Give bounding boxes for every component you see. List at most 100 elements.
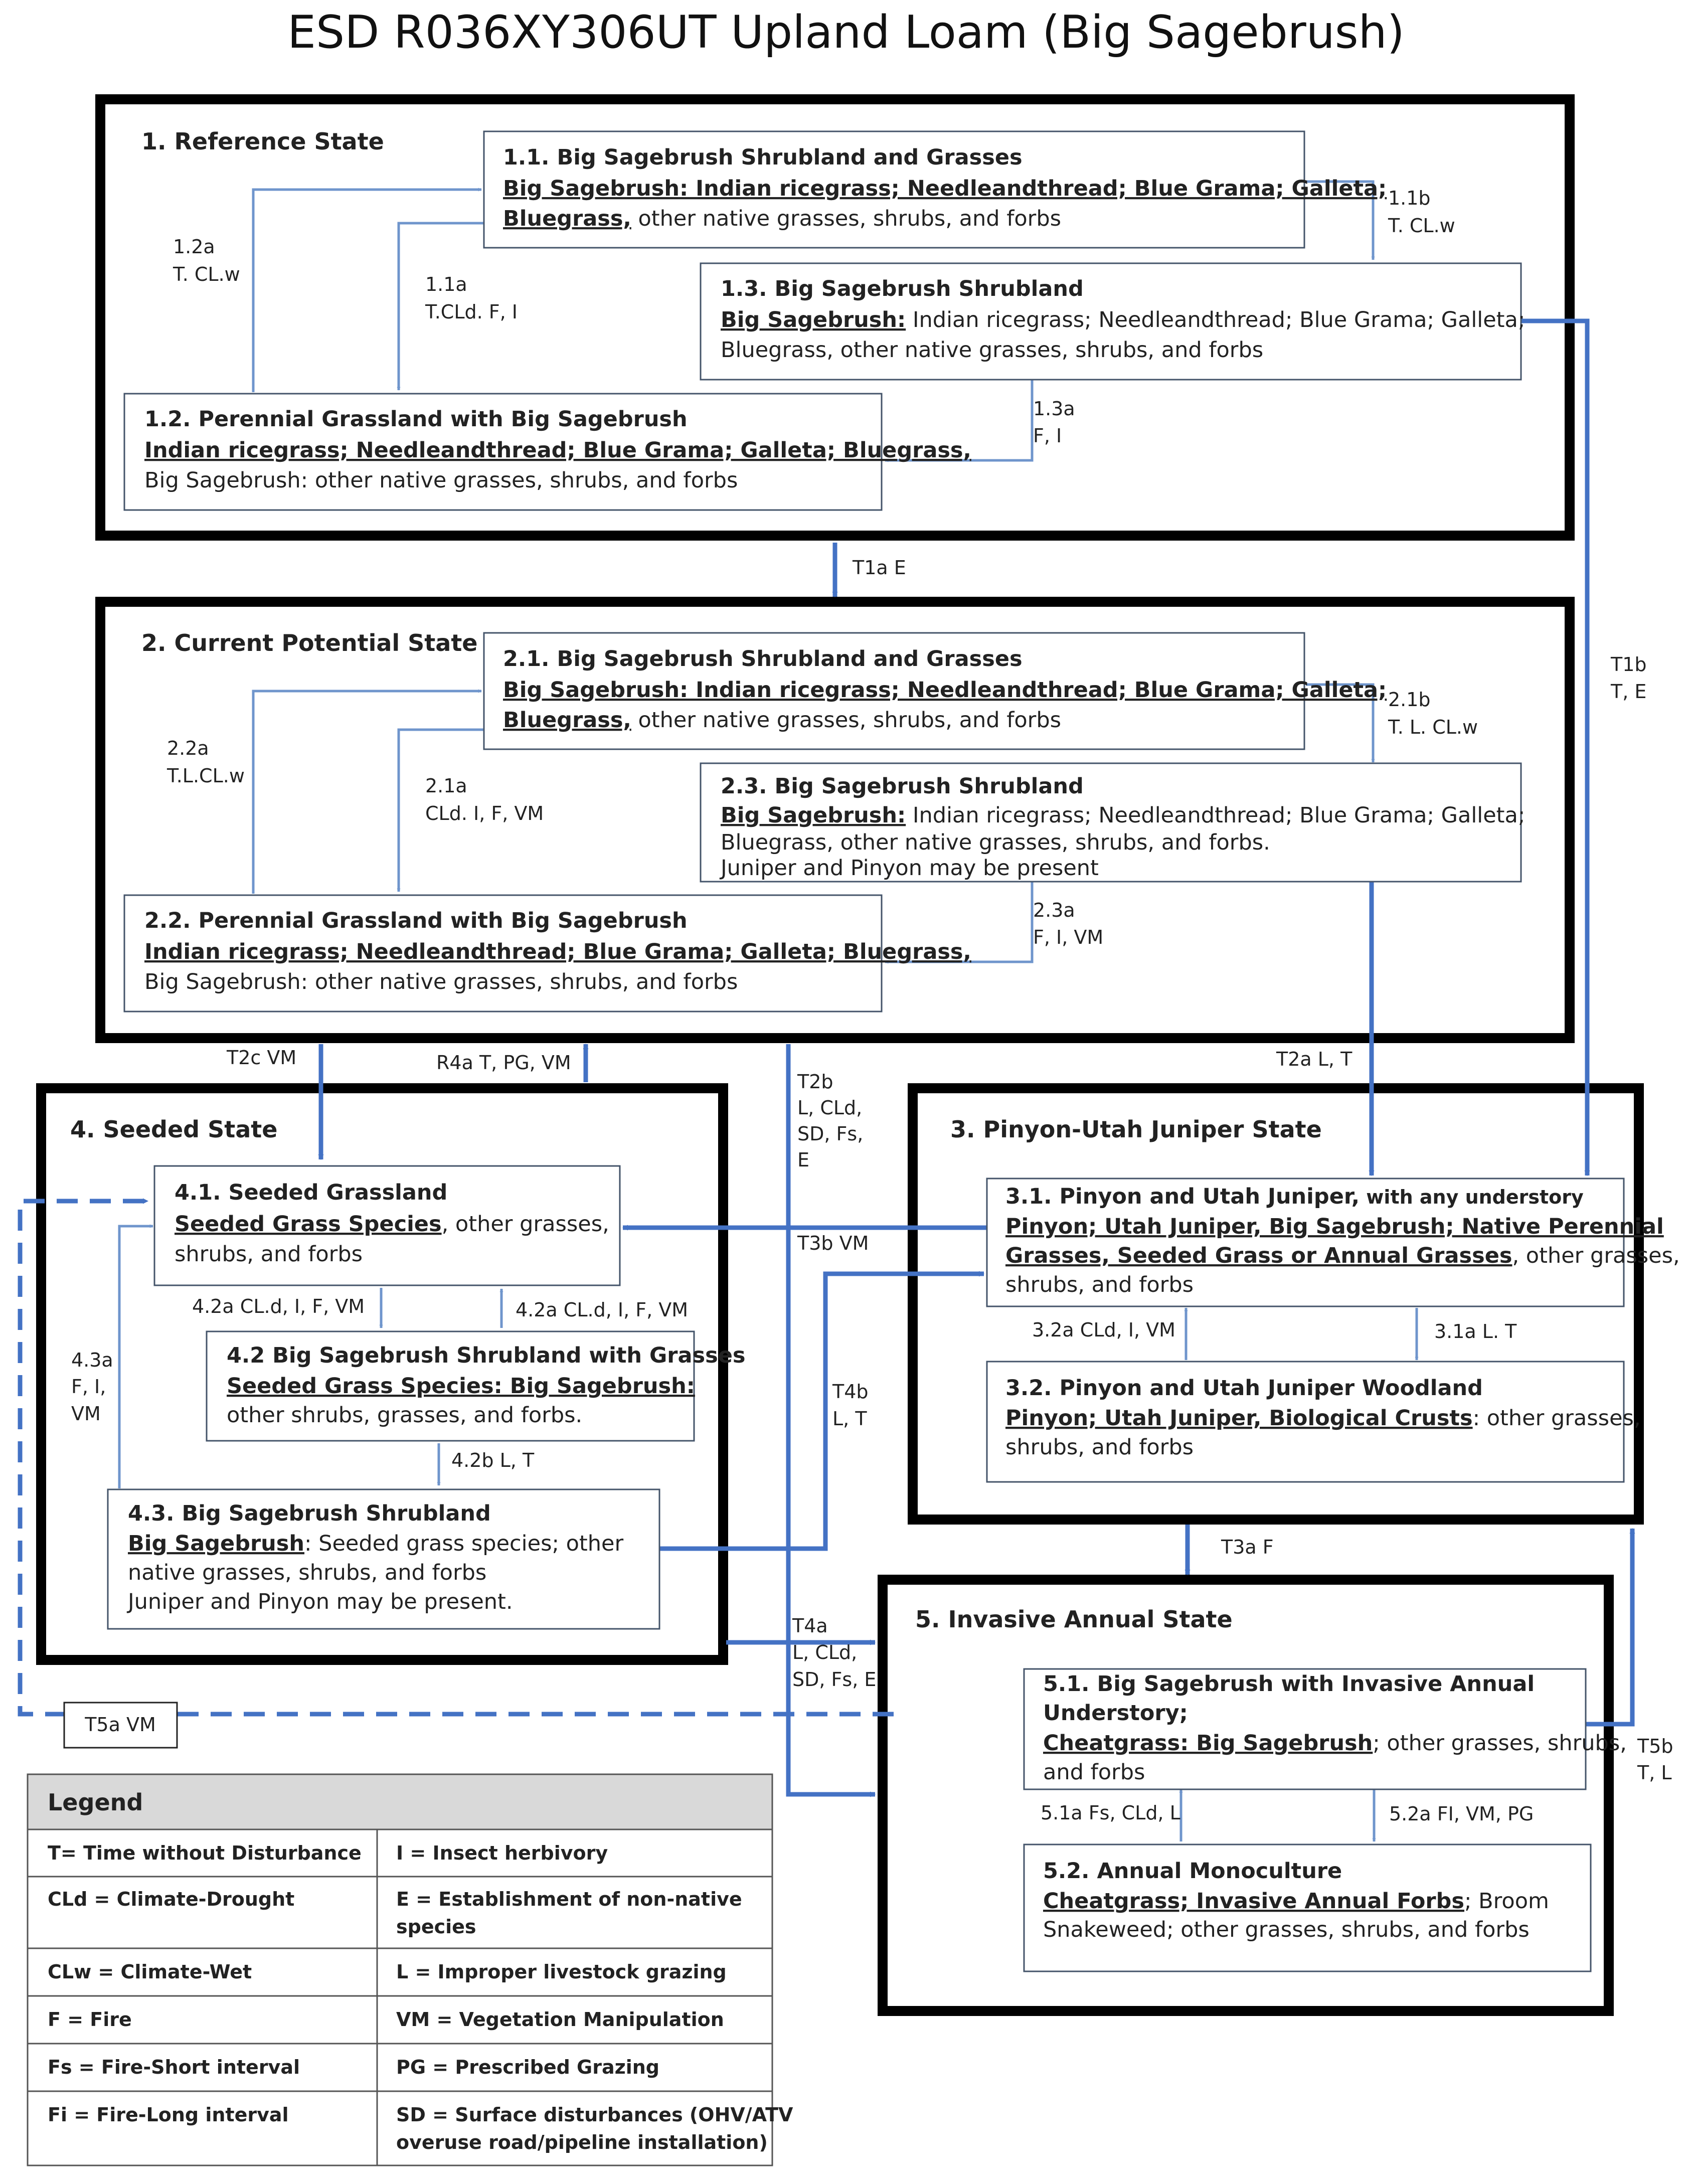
community-5-2-title: 5.2. Annual Monoculture <box>1043 1859 1342 1884</box>
label-5-2a: 5.2a FI, VM, PG <box>1389 1803 1534 1825</box>
svg-text:Cheatgrass: Big Sagebrush; oth: Cheatgrass: Big Sagebrush; other grasses… <box>1043 1731 1627 1756</box>
community-2-3-line3: Juniper and Pinyon may be present <box>719 856 1099 881</box>
community-1-3: 1.3. Big Sagebrush Shrubland Big Sagebru… <box>700 262 1525 381</box>
legend-grid <box>28 1829 772 2165</box>
legend: Legend T= Time without Disturbance I = I… <box>27 1773 793 2166</box>
diagram-title: ESD R036XY306UT Upland Loam (Big Sagebru… <box>287 6 1405 59</box>
community-5-1-line1-key: Cheatgrass: Big Sagebrush <box>1043 1731 1373 1756</box>
label-t1b-code: T1b <box>1610 653 1647 676</box>
state-4-box <box>36 1083 728 1665</box>
label-1-2a-code: 1.2a <box>173 236 215 258</box>
label-t2b-code: T2b <box>797 1071 833 1093</box>
label-t1a: T1a E <box>852 557 906 579</box>
community-1-3-line1-key: Big Sagebrush: <box>721 307 906 332</box>
community-3-2-line2: shrubs, and forbs <box>1005 1435 1194 1460</box>
community-4-3-line2: native grasses, shrubs, and forbs <box>128 1560 486 1585</box>
state-1-box <box>95 94 1575 541</box>
label-4-2b: 4.2b L, T <box>451 1449 535 1471</box>
community-2-1-line1: Big Sagebrush: Indian ricegrass; Needlea… <box>503 678 1387 703</box>
community-1-1-line2: other native grasses, shrubs, and forbs <box>631 206 1061 231</box>
community-2-1-line2: other native grasses, shrubs, and forbs <box>631 708 1061 733</box>
label-4-3a-causes-1: F, I, <box>71 1376 106 1398</box>
label-4-2a-down: 4.2a CL.d, I, F, VM <box>192 1295 365 1317</box>
label-2-1a-code: 2.1a <box>425 775 467 797</box>
label-t1b-causes: T, E <box>1610 681 1646 703</box>
community-2-2-title: 2.2. Perennial Grassland with Big Sagebr… <box>144 908 688 933</box>
state-4-title: 4. Seeded State <box>70 1116 277 1143</box>
label-4-3a-causes-2: VM <box>71 1403 101 1425</box>
svg-text:Bluegrass, other native grasse: Bluegrass, other native grasses, shrubs,… <box>503 708 1061 733</box>
pathway-4-3a-arrow <box>118 1224 153 1488</box>
community-3-1-line2: , other grasses, <box>1512 1243 1679 1268</box>
community-2-3-line1: Indian ricegrass; Needleandthread; Blue … <box>906 803 1525 828</box>
pathway-1-3a-arrow <box>885 380 1034 462</box>
state-5-box <box>878 1575 1614 2016</box>
svg-text:Grasses, Seeded Grass or Annua: Grasses, Seeded Grass or Annual Grasses,… <box>1005 1243 1680 1268</box>
community-1-3-title: 1.3. Big Sagebrush Shrubland <box>721 276 1084 301</box>
label-1-2a-causes: T. CL.w <box>173 263 240 285</box>
community-1-2-line2: Big Sagebrush: other native grasses, shr… <box>144 468 738 493</box>
community-2-1-line2-key: Bluegrass, <box>503 708 631 733</box>
community-1-2-line1: Indian ricegrass; Needleandthread; Blue … <box>144 438 971 463</box>
label-t5b-causes: T, L <box>1637 1762 1672 1784</box>
legend-row2-right: E = Establishment of non-native <box>396 1888 742 1910</box>
community-4-2: 4.2 Big Sagebrush Shrubland with Grasses… <box>206 1330 745 1442</box>
community-4-1-line1-key: Seeded Grass Species <box>175 1212 442 1237</box>
community-3-1-title: 3.1. Pinyon and Utah Juniper, <box>1005 1184 1360 1209</box>
legend-row1-left: T= Time without Disturbance <box>48 1842 362 1864</box>
community-2-3-line2: Bluegrass, other native grasses, shrubs,… <box>721 830 1270 855</box>
transition-t1b-arrow <box>1520 318 1590 1177</box>
label-t5b-code: T5b <box>1637 1735 1673 1757</box>
community-1-1: 1.1. Big Sagebrush Shrubland and Grasses… <box>483 130 1387 249</box>
legend-row4-right: VM = Vegetation Manipulation <box>396 2008 724 2031</box>
community-2-2-line1: Indian ricegrass; Needleandthread; Blue … <box>144 939 971 964</box>
label-t3a: T3a F <box>1221 1536 1274 1558</box>
community-1-3-line1: Indian ricegrass; Needleandthread; Blue … <box>906 307 1525 332</box>
label-2-3a-code: 2.3a <box>1033 899 1075 921</box>
label-t4a-code: T4a <box>792 1615 828 1637</box>
community-5-2-line2: Snakeweed; other grasses, shrubs, and fo… <box>1043 1917 1530 1942</box>
label-2-2a-code: 2.2a <box>167 737 209 759</box>
label-t5a-box <box>63 1702 178 1749</box>
community-3-1-line3: shrubs, and forbs <box>1005 1272 1194 1297</box>
legend-row3-right: L = Improper livestock grazing <box>396 1961 727 1983</box>
legend-header-bg <box>27 1773 773 1830</box>
label-3-2a: 3.2a CLd, I, VM <box>1032 1319 1175 1341</box>
community-4-2-line1: Seeded Grass Species: Big Sagebrush: <box>227 1374 695 1399</box>
community-1-1-line1: Big Sagebrush: Indian ricegrass; Needlea… <box>503 176 1387 201</box>
label-t3b: T3b VM <box>797 1232 869 1254</box>
label-2-3a-causes: F, I, VM <box>1033 926 1103 948</box>
label-2-1a-causes: CLd. I, F, VM <box>425 802 544 824</box>
svg-text:Big Sagebrush: Indian ricegras: Big Sagebrush: Indian ricegrass; Needlea… <box>721 307 1525 332</box>
community-4-2-line2: other shrubs, grasses, and forbs. <box>227 1403 582 1428</box>
svg-text:Big Sagebrush: Seeded grass s: Big Sagebrush: Seeded grass species; oth… <box>128 1531 624 1556</box>
label-t2a: T2a L, T <box>1276 1048 1352 1070</box>
community-5-2: 5.2. Annual Monoculture Cheatgrass; Inva… <box>1023 1843 1592 1972</box>
community-1-3-line2: Bluegrass, other native grasses, shrubs,… <box>721 338 1263 363</box>
community-4-3-line1: : Seeded grass species; other <box>304 1531 624 1556</box>
legend-row5-right: PG = Prescribed Grazing <box>396 2056 659 2078</box>
label-t2b-causes-1: L, CLd, <box>797 1097 862 1119</box>
community-2-1-title: 2.1. Big Sagebrush Shrubland and Grasses <box>503 646 1023 671</box>
pathway-1-1a-arrow <box>397 222 485 391</box>
pathway-2-1b-arrow <box>1306 683 1375 763</box>
community-1-1-line2-key: Bluegrass, <box>503 206 631 231</box>
community-1-1-title: 1.1. Big Sagebrush Shrubland and Grasses <box>503 145 1023 170</box>
legend-header: Legend <box>48 1789 143 1816</box>
label-5-1a: 5.1a Fs, CLd, L <box>1041 1802 1180 1824</box>
label-t2b-causes-2: SD, Fs, <box>797 1123 863 1145</box>
pathway-2-1a-arrow <box>397 728 485 892</box>
legend-row6-right-cont: overuse road/pipeline installation) <box>396 2131 768 2153</box>
community-3-1-line2-key: Grasses, Seeded Grass or Annual Grasses <box>1005 1243 1512 1268</box>
pathway-1-2a-arrow <box>252 188 482 392</box>
community-3-2-line1: : other grasses, <box>1473 1406 1641 1431</box>
label-t5a: T5a VM <box>84 1714 156 1736</box>
community-5-1-line1: ; other grasses, shrubs, <box>1373 1731 1627 1756</box>
svg-text:3.1. Pinyon and Utah Juniper,: 3.1. Pinyon and Utah Juniper, with any u… <box>1005 1184 1584 1209</box>
community-2-2-line2: Big Sagebrush: other native grasses, shr… <box>144 969 738 994</box>
community-5-2-line1-key: Cheatgrass; Invasive Annual Forbs <box>1043 1889 1464 1914</box>
community-4-3: 4.3. Big Sagebrush Shrubland Big Sagebru… <box>107 1488 660 1630</box>
community-3-1-title-note: with any understory <box>1360 1186 1584 1208</box>
svg-text:Seeded Grass Species, other gr: Seeded Grass Species, other grasses, <box>175 1212 609 1237</box>
label-1-1b-causes: T. CL.w <box>1388 215 1455 237</box>
